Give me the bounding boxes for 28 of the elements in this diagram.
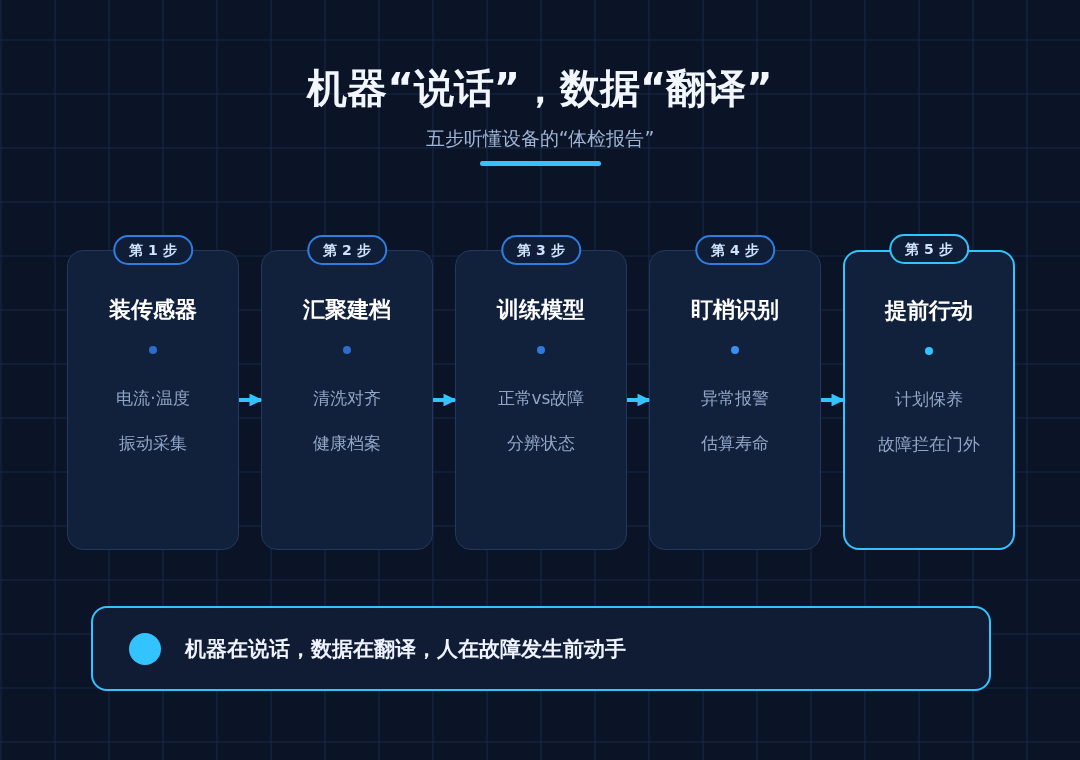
summary-banner	[91, 606, 991, 691]
step-detail: 分辨状态	[507, 432, 575, 455]
step-detail: 故障拦在门外	[878, 433, 980, 456]
step-badge: 第 3 步	[501, 235, 581, 265]
step-detail: 清洗对齐	[313, 387, 381, 410]
step-heading: 训练模型	[497, 296, 585, 324]
step-detail: 振动采集	[119, 432, 187, 455]
step-detail: 异常报警	[701, 387, 769, 410]
step-badge: 第 5 步	[889, 234, 969, 264]
arrow	[433, 393, 457, 407]
step-heading: 提前行动	[885, 297, 973, 325]
step-heading: 装传感器	[109, 296, 197, 324]
title: 机器“说话”，数据“翻译”	[307, 64, 773, 113]
step-badge: 第 1 步	[113, 235, 193, 265]
step-heading: 盯梢识别	[691, 296, 779, 324]
step-detail: 健康档案	[313, 432, 381, 455]
arrow	[239, 393, 263, 407]
arrow	[627, 393, 651, 407]
step-badge: 第 2 步	[307, 235, 387, 265]
step-heading: 汇聚建档	[303, 296, 391, 324]
step-badge: 第 4 步	[695, 235, 775, 265]
step-detail: 正常vs故障	[497, 387, 585, 410]
step-detail: 计划保养	[895, 388, 963, 411]
summary-text: 机器在说话，数据在翻译，人在故障发生前动手	[185, 636, 626, 663]
subtitle: 五步听懂设备的“体检报告”	[425, 126, 655, 151]
arrow	[821, 393, 845, 407]
step-detail: 估算寿命	[701, 432, 769, 455]
step-detail: 电流·温度	[116, 387, 190, 410]
